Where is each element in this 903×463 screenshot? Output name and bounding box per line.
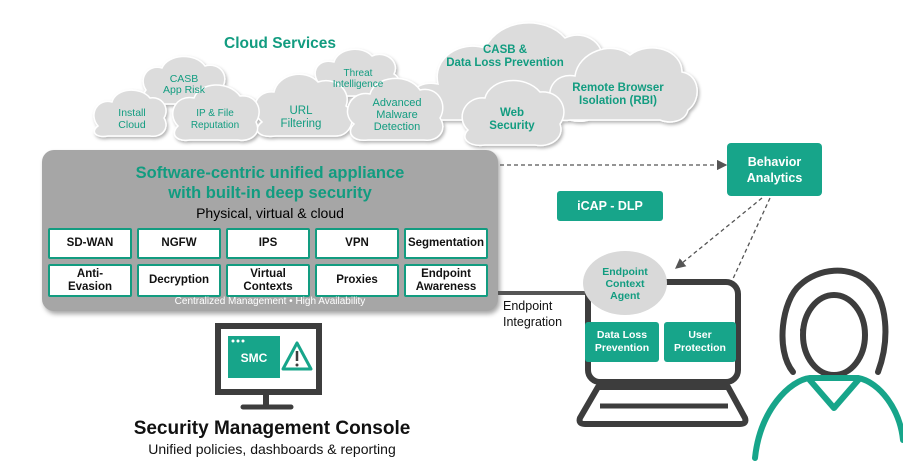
feature-ngfw: NGFW: [137, 228, 221, 259]
cloud-shape-url-filtering: [254, 73, 354, 138]
feature-sd-wan: SD-WAN: [48, 228, 132, 259]
cloud-label-casb-dlp: CASB &Data Loss Prevention: [446, 44, 564, 69]
appliance-subtitle: Physical, virtual & cloud: [196, 205, 344, 221]
warning-icon: [281, 341, 313, 371]
cloud-shape-advanced-malware: [346, 77, 444, 141]
arrow-to-agent: [674, 197, 763, 269]
feature-segmentation: Segmentation: [404, 228, 488, 259]
appliance-title-line2: with built-in deep security: [168, 184, 372, 202]
appliance-footer-note: Centralized Management • High Availabili…: [174, 296, 366, 307]
smc-monitor-label: SMC: [241, 351, 268, 365]
user-shoulders: [752, 375, 903, 461]
appliance-title-line1: Software-centric unified appliance: [135, 164, 405, 182]
cloud-shape-install-cloud: [93, 89, 167, 138]
smc-title: Security Management Console: [133, 418, 411, 439]
feature-ips: IPS: [226, 228, 310, 259]
user-person-icon: [779, 267, 889, 378]
smc-window: [228, 336, 280, 378]
feature-decryption: Decryption: [137, 264, 221, 297]
feature-proxies: Proxies: [315, 264, 399, 297]
arrow-to-user-protection: [714, 197, 771, 320]
feature-vpn: VPN: [315, 228, 399, 259]
cloud-services-title: Cloud Services: [224, 35, 336, 52]
endpoint-context-agent: [583, 251, 667, 315]
icap-dlp-box: iCAP - DLP: [557, 191, 663, 221]
cloud-shape-web-security: [461, 79, 565, 147]
smc-subtitle: Unified policies, dashboards & reporting: [148, 441, 396, 457]
cloud-shape-ip-file: [172, 84, 260, 142]
feature-anti-evasion: Anti-Evasion: [48, 264, 132, 297]
cloud-shape-rbi: [549, 47, 698, 123]
